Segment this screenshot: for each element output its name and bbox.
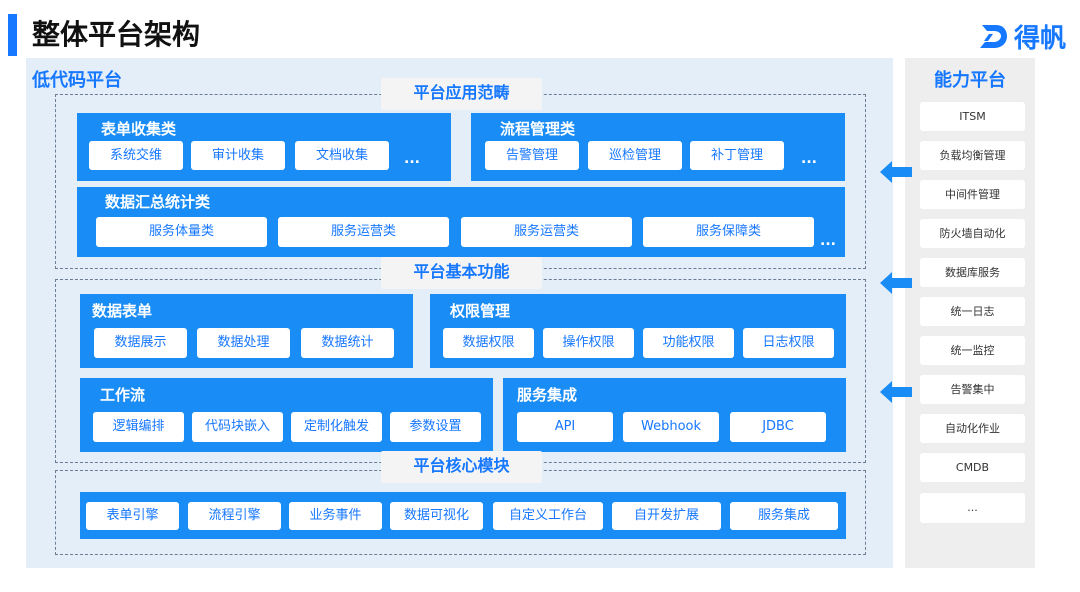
summary-item: 服务体量类: [96, 217, 267, 247]
core-module-item: 自开发扩展: [612, 502, 721, 530]
low-code-platform-label: 低代码平台: [32, 70, 122, 91]
core-module-item: 自定义工作台: [493, 502, 603, 530]
brand-logo: 得帆: [976, 16, 1066, 56]
workflow-title: 工作流: [100, 386, 146, 404]
form-item: 文档收集: [295, 141, 389, 170]
workflow-item: 定制化触发: [291, 412, 382, 442]
permission-title: 权限管理: [450, 302, 511, 320]
core-modules-label: 平台核心模块: [381, 451, 542, 483]
workflow-item: 参数设置: [390, 412, 481, 442]
process-item: 告警管理: [485, 141, 579, 170]
capability-item: ...: [920, 493, 1025, 523]
data-form-item: 数据处理: [197, 328, 290, 358]
left-arrow-icon: [880, 381, 912, 403]
application-scope-label: 平台应用范畴: [381, 78, 542, 110]
workflow-panel: 工作流 逻辑编排 代码块嵌入 定制化触发 参数设置: [80, 378, 493, 452]
capability-item: ITSM: [920, 102, 1025, 131]
form-item: 审计收集: [191, 141, 285, 170]
form-more: ...: [404, 151, 420, 167]
data-summary-title: 数据汇总统计类: [105, 193, 211, 211]
form-collection-title: 表单收集类: [101, 120, 177, 138]
integration-item: Webhook: [623, 412, 719, 442]
process-item: 巡检管理: [588, 141, 682, 170]
capability-item: 统一监控: [920, 336, 1025, 365]
workflow-item: 逻辑编排: [93, 412, 184, 442]
summary-item: 服务运营类: [278, 217, 449, 247]
data-form-panel: 数据表单 数据展示 数据处理 数据统计: [80, 294, 413, 368]
core-module-item: 流程引擎: [188, 502, 281, 530]
permission-item: 功能权限: [643, 328, 734, 358]
data-form-item: 数据展示: [94, 328, 187, 358]
permission-item: 操作权限: [543, 328, 634, 358]
core-module-item: 业务事件: [289, 502, 382, 530]
summary-item: 服务运营类: [461, 217, 632, 247]
permission-item: 日志权限: [743, 328, 834, 358]
core-modules-panel: 表单引擎 流程引擎 业务事件 数据可视化 自定义工作台 自开发扩展 服务集成: [80, 492, 846, 539]
form-item: 系统交维: [89, 141, 183, 170]
left-arrow-icon: [880, 161, 912, 183]
capability-item: 自动化作业: [920, 414, 1025, 443]
capability-item: 负载均衡管理: [920, 141, 1025, 170]
page-title: 整体平台架构: [32, 18, 201, 51]
core-module-item: 服务集成: [730, 502, 838, 530]
core-module-item: 表单引擎: [86, 502, 179, 530]
core-module-item: 数据可视化: [390, 502, 483, 530]
title-accent-bar: [8, 14, 17, 56]
integration-item: JDBC: [730, 412, 826, 442]
data-form-item: 数据统计: [301, 328, 394, 358]
process-item: 补丁管理: [690, 141, 784, 170]
summary-item: 服务保障类: [643, 217, 814, 247]
permission-item: 数据权限: [443, 328, 534, 358]
process-more: ...: [801, 151, 817, 167]
brand-mark-icon: [979, 25, 1007, 48]
capability-item: 防火墙自动化: [920, 219, 1025, 248]
capability-item: CMDB: [920, 453, 1025, 482]
form-collection-panel: 表单收集类 系统交维 审计收集 文档收集 ...: [77, 113, 451, 181]
process-management-panel: 流程管理类 告警管理 巡检管理 补丁管理 ...: [471, 113, 845, 181]
left-arrow-icon: [880, 272, 912, 294]
capability-item: 中间件管理: [920, 180, 1025, 209]
service-integration-panel: 服务集成 API Webhook JDBC: [503, 378, 846, 452]
integration-item: API: [517, 412, 613, 442]
data-summary-panel: 数据汇总统计类 服务体量类 服务运营类 服务运营类 服务保障类 ...: [77, 187, 845, 257]
capability-item: 数据库服务: [920, 258, 1025, 287]
workflow-item: 代码块嵌入: [192, 412, 283, 442]
summary-more: ...: [820, 233, 836, 249]
service-integration-title: 服务集成: [517, 386, 578, 404]
capability-item: 统一日志: [920, 297, 1025, 326]
process-management-title: 流程管理类: [500, 120, 576, 138]
brand-name: 得帆: [1013, 23, 1066, 54]
basic-functions-label: 平台基本功能: [381, 257, 542, 289]
data-form-title: 数据表单: [92, 302, 153, 320]
permission-panel: 权限管理 数据权限 操作权限 功能权限 日志权限: [430, 294, 846, 368]
capability-item: 告警集中: [920, 375, 1025, 404]
capability-platform-label: 能力平台: [934, 70, 1006, 91]
